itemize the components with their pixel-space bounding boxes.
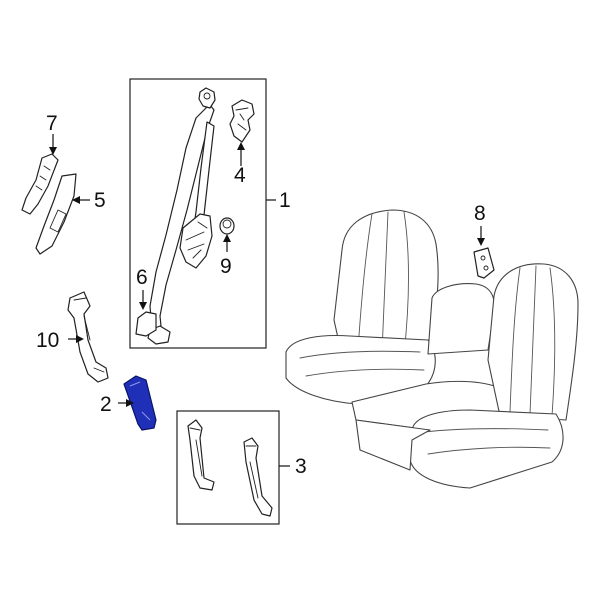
trim-detail	[49, 209, 67, 233]
buckle-right	[243, 437, 273, 517]
callout-3: 3	[295, 455, 307, 478]
left-cushion-lines	[299, 350, 425, 377]
part-3-group: 3	[176, 410, 307, 525]
arrow-2	[126, 399, 134, 407]
part-2-group[interactable]: 2	[100, 375, 157, 431]
buckle-right-detail	[245, 445, 259, 499]
part-7-group: 7	[21, 112, 59, 215]
callout-10: 10	[36, 329, 59, 352]
part-5-group: 5	[35, 173, 106, 255]
part-6-group: 6	[135, 266, 157, 337]
buckle-highlight-detail	[129, 381, 151, 421]
arrow-7	[49, 147, 57, 155]
callout-4: 4	[234, 164, 246, 187]
arrow-5	[72, 196, 80, 204]
d-ring-anchor	[198, 87, 216, 109]
bracket-part-8	[473, 247, 495, 279]
retractor	[179, 213, 213, 269]
seat-belt-buckle-part-2[interactable]	[123, 375, 157, 431]
arrow-9	[223, 234, 231, 242]
part-3-box	[176, 410, 280, 525]
belt-guide-detail	[235, 107, 249, 131]
arrow-10	[76, 335, 84, 343]
part-8-group: 8	[473, 202, 495, 279]
arrow-8	[477, 238, 485, 246]
right-cushion-lines	[423, 428, 551, 455]
d-ring-bolt	[203, 92, 211, 100]
callout-6: 6	[136, 266, 148, 289]
cover-part-6	[135, 311, 157, 337]
buckle-left-detail	[189, 427, 203, 477]
left-seatback-lines	[357, 211, 409, 355]
arrow-4	[237, 142, 245, 150]
right-seatback-lines	[509, 265, 556, 417]
strap-detail	[73, 297, 105, 373]
part-9-group: 9	[219, 217, 235, 278]
seat-base	[355, 419, 431, 471]
bracket-hole-1	[480, 255, 486, 261]
arrow-6	[139, 302, 147, 310]
adjuster-detail	[35, 165, 51, 191]
callout-8: 8	[474, 202, 486, 225]
part-10-group: 10	[36, 291, 109, 383]
callout-5: 5	[94, 189, 106, 212]
callout-9: 9	[220, 255, 232, 278]
part-4-group: 4	[229, 99, 255, 187]
bracket-hole-2	[483, 265, 489, 271]
part-1-box	[129, 78, 267, 349]
callout-7: 7	[46, 112, 58, 135]
buckle-strap-part-10	[67, 291, 109, 383]
retractor-detail	[185, 221, 208, 259]
right-cushion	[409, 409, 564, 489]
grommet-inner	[222, 219, 232, 229]
buckle-left	[187, 419, 215, 491]
belt-guide-part-4	[229, 99, 255, 143]
callout-1: 1	[279, 189, 291, 212]
front-bench-seat	[285, 209, 579, 489]
center-backrest	[427, 283, 495, 355]
callout-2: 2	[100, 393, 112, 416]
